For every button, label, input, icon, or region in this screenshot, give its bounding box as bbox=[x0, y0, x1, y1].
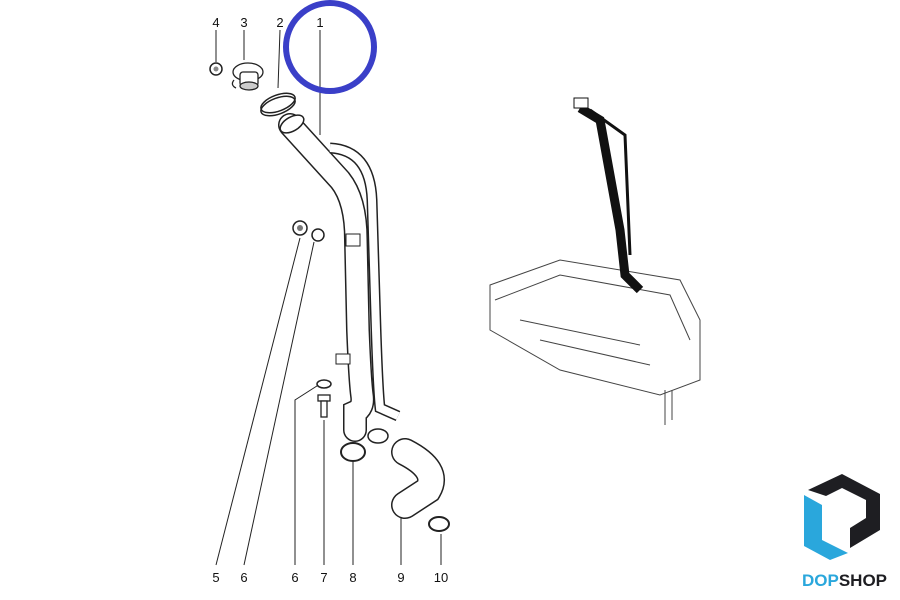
highlight-circle bbox=[283, 0, 377, 94]
part-3-fuel-cap bbox=[231, 62, 264, 91]
callout-4: 4 bbox=[212, 15, 219, 30]
logo-text-dop: DOP bbox=[802, 571, 839, 590]
callout-2: 2 bbox=[276, 15, 283, 30]
callout-1: 1 bbox=[316, 15, 323, 30]
vehicle-assembly-illustration bbox=[489, 97, 701, 425]
logo-mark-dark bbox=[808, 474, 880, 548]
part-8-clamp bbox=[340, 442, 366, 462]
logo-text-shop: SHOP bbox=[839, 571, 887, 590]
callouts-bottom: 5 6 6 7 8 9 10 bbox=[212, 570, 448, 585]
callout-6: 6 bbox=[240, 570, 247, 585]
part-1-filler-pipe bbox=[278, 113, 401, 444]
callout-7: 7 bbox=[320, 570, 327, 585]
dopshop-logo: DOPSHOP bbox=[802, 474, 887, 590]
callout-3: 3 bbox=[240, 15, 247, 30]
part-6-washer bbox=[311, 228, 325, 242]
part-2-seal bbox=[260, 92, 296, 117]
part-7-bolt bbox=[317, 394, 331, 418]
callout-8: 8 bbox=[349, 570, 356, 585]
callouts-top: 4 3 2 1 bbox=[212, 15, 323, 30]
part-9-hose bbox=[391, 438, 445, 519]
svg-text:DOPSHOP: DOPSHOP bbox=[802, 571, 887, 590]
callout-10: 10 bbox=[434, 570, 448, 585]
logo-mark-blue bbox=[804, 495, 848, 560]
part-4-nut bbox=[209, 62, 223, 76]
callout-5: 5 bbox=[212, 570, 219, 585]
callout-9: 9 bbox=[397, 570, 404, 585]
part-10-clamp bbox=[428, 516, 450, 532]
leader-lines bbox=[215, 29, 442, 566]
part-6-washer-2 bbox=[316, 379, 332, 389]
part-5-nut bbox=[292, 220, 308, 236]
callout-6b: 6 bbox=[291, 570, 298, 585]
